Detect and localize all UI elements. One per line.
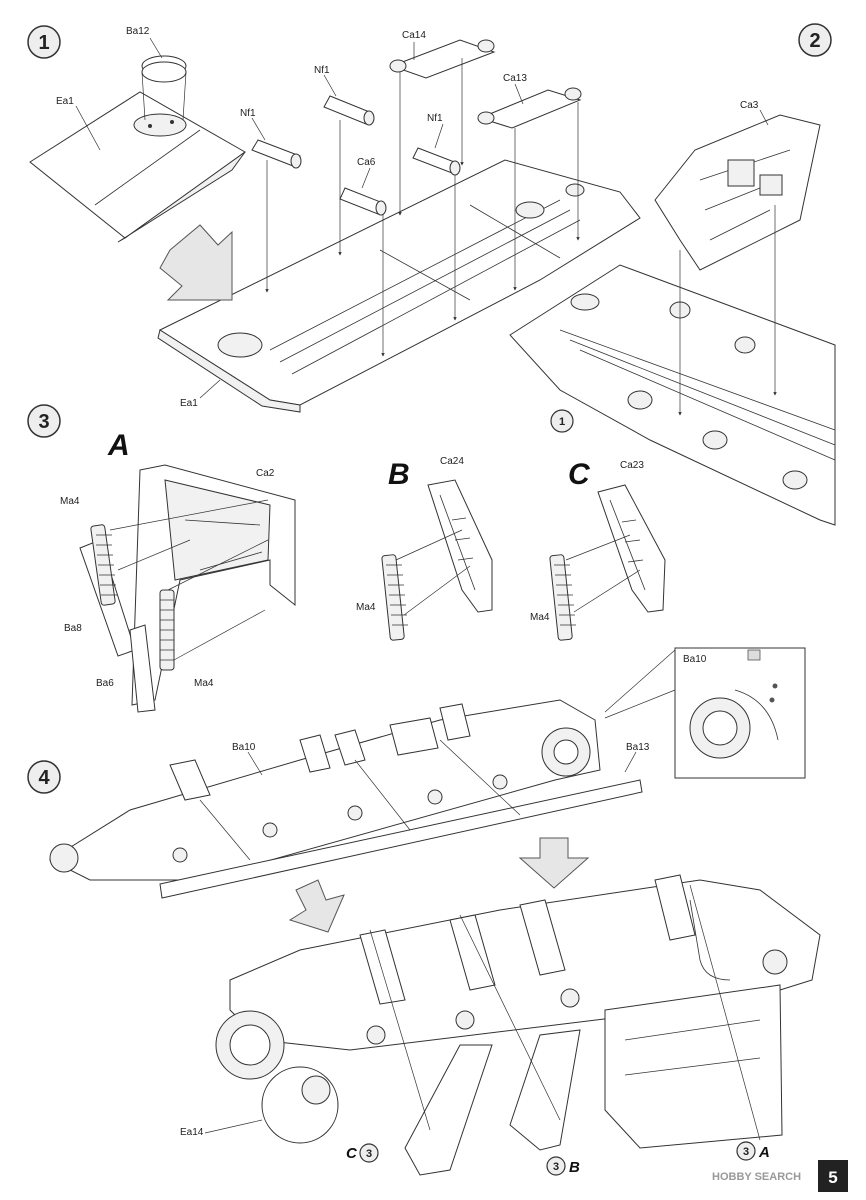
hull-floor-plate (157, 159, 641, 413)
assembly-arrow (518, 837, 590, 889)
watermark: HOBBY SEARCH (712, 1171, 801, 1183)
part-label: Nf1 (427, 113, 443, 124)
bulkhead-part (654, 114, 821, 271)
suspension-c (549, 484, 666, 641)
suspension-a (79, 464, 296, 713)
crossbar-parts (389, 39, 582, 129)
subassembly-letter: B (388, 458, 410, 491)
part-label: Ea1 (56, 96, 74, 107)
part-label: Ca14 (402, 30, 426, 41)
step-1: 1 (27, 25, 641, 413)
step-4-badge: 4 (27, 760, 61, 794)
svg-text:5: 5 (828, 1168, 837, 1187)
subassembly-letter: C (568, 458, 591, 491)
assembly-arrow (159, 224, 233, 301)
part-label: Ma4 (356, 602, 376, 613)
step-3: 3 A Ma4 Ca2 Ba8 Ba6 Ma4 B (27, 404, 666, 713)
part-label: Ca2 (256, 468, 275, 479)
part-label: Ba12 (126, 26, 150, 37)
svg-text:3: 3 (743, 1146, 749, 1158)
step-3-badge: 3 (27, 404, 61, 438)
part-label: Ba10 (232, 742, 256, 753)
svg-text:B: B (569, 1159, 580, 1176)
part-label: Ca6 (357, 157, 376, 168)
hull-side-plate (48, 699, 601, 881)
svg-text:2: 2 (809, 30, 820, 52)
assembly-arrow (288, 879, 345, 933)
subassembly-ref-1: 1 (550, 409, 574, 433)
part-label: Ma4 (194, 678, 214, 689)
subassembly-ref-c: C 3 (346, 1143, 379, 1163)
part-label: Ca3 (740, 100, 759, 111)
part-label: Ba6 (96, 678, 114, 689)
detail-inset (604, 647, 806, 779)
engine-deck-plate (29, 91, 246, 243)
svg-text:C: C (346, 1145, 358, 1162)
part-label: Ba10 (683, 654, 707, 665)
step-1-badge: 1 (27, 25, 61, 59)
subassembly-ref-b: 3 B (546, 1156, 580, 1176)
page-number: 5 (818, 1160, 848, 1192)
assembled-hull (215, 874, 821, 1176)
part-label: Ba8 (64, 623, 82, 634)
subassembly-ref-a: 3 A (736, 1141, 770, 1161)
part-label: Ca23 (620, 460, 644, 471)
step-4: 4 Ba10 (27, 647, 821, 1176)
pin-parts (251, 95, 461, 216)
svg-text:3: 3 (38, 411, 49, 433)
svg-text:1: 1 (38, 32, 49, 54)
part-label: Ca13 (503, 73, 527, 84)
part-label: Nf1 (314, 65, 330, 76)
part-label: Ba13 (626, 742, 650, 753)
svg-text:3: 3 (553, 1161, 559, 1173)
svg-text:4: 4 (38, 767, 50, 789)
svg-text:A: A (758, 1144, 770, 1161)
part-label: Ea14 (180, 1127, 204, 1138)
step-2-badge: 2 (798, 23, 832, 57)
part-label: Ma4 (530, 612, 550, 623)
step-2: 2 Ca3 1 (509, 23, 836, 526)
part-label: Ca24 (440, 456, 464, 467)
part-label: Ea1 (180, 398, 198, 409)
subassembly-letter: A (107, 429, 130, 462)
suspension-b (381, 479, 493, 641)
svg-text:3: 3 (366, 1148, 372, 1160)
svg-text:1: 1 (559, 416, 565, 428)
step-1-guides (265, 58, 580, 357)
assembled-floor (509, 264, 836, 526)
part-label: Nf1 (240, 108, 256, 119)
part-label: Ma4 (60, 496, 80, 507)
hatch-cover (141, 55, 187, 121)
hull-strip (159, 779, 643, 899)
svg-text:HOBBY SEARCH: HOBBY SEARCH (712, 1171, 801, 1183)
